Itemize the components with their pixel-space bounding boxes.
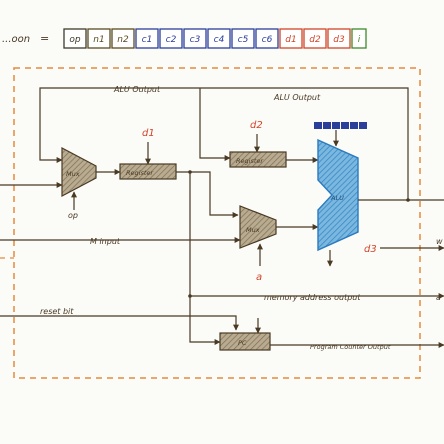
instruction-format-header: ...oon = op n1 n2 c1 c2 c3 c4 c5 c6 d1 d2 d3 i bbox=[2, 28, 367, 49]
instruction-field-d1: d1 bbox=[279, 28, 303, 49]
reset-bit-wire bbox=[0, 315, 239, 331]
alu-label: ALU bbox=[330, 194, 344, 202]
instruction-field-label: c2 bbox=[166, 35, 177, 45]
register-1: Register bbox=[119, 163, 177, 180]
instruction-field-label: c1 bbox=[142, 35, 153, 45]
alu-control-bits bbox=[314, 122, 367, 129]
instruction-field-n1: n1 bbox=[87, 28, 111, 49]
register1-label: Register bbox=[126, 169, 154, 177]
instruction-field-label: op bbox=[69, 35, 81, 45]
header-equals: = bbox=[40, 32, 49, 45]
alu: ALU bbox=[317, 138, 359, 252]
mux-left: Mux bbox=[61, 147, 97, 197]
instruction-field-c2: c2 bbox=[159, 28, 183, 49]
instruction-field-c3: c3 bbox=[183, 28, 207, 49]
instruction-field-label: d1 bbox=[285, 35, 296, 45]
d1-label: d1 bbox=[142, 128, 155, 139]
instruction-field-d3: d3 bbox=[327, 28, 351, 49]
instruction-field-i: i bbox=[351, 28, 367, 49]
register-2: Register bbox=[229, 151, 287, 168]
alu-output-label-left: ALU Output bbox=[113, 85, 161, 94]
instruction-field-d2: d2 bbox=[303, 28, 327, 49]
mux-left-label: Mux bbox=[66, 170, 80, 178]
instruction-field-label: i bbox=[358, 35, 361, 45]
instruction-field-label: c6 bbox=[262, 35, 273, 45]
memory-address-label: memory address output bbox=[264, 293, 361, 302]
instruction-field-chips: op n1 n2 c1 c2 c3 c4 c5 c6 d1 d2 d3 i bbox=[63, 28, 367, 49]
instruction-field-c4: c4 bbox=[207, 28, 231, 49]
cpu-boundary bbox=[13, 67, 421, 379]
program-counter-label: Program Counter Output bbox=[310, 343, 391, 351]
pc-label: PC bbox=[238, 339, 247, 347]
m-input-label: M input bbox=[90, 237, 121, 246]
register1-to-mux-wire bbox=[176, 171, 239, 218]
instruction-field-n2: n2 bbox=[111, 28, 135, 49]
instruction-field-label: c5 bbox=[238, 35, 249, 45]
header-prefix: ...oon bbox=[2, 34, 30, 45]
instruction-field-label: d2 bbox=[309, 35, 321, 45]
alu-output-to-register2-wire bbox=[199, 88, 231, 161]
reset-bit-label: reset bit bbox=[40, 307, 74, 316]
alu-output-label-right: ALU Output bbox=[273, 93, 321, 102]
a-label: a bbox=[256, 272, 262, 283]
d3-label: d3 bbox=[364, 244, 377, 255]
instruction-field-op: op bbox=[63, 28, 87, 49]
mux-right-label: Mux bbox=[246, 226, 260, 234]
alu-output-loop: ALU Output ALU Output bbox=[39, 85, 409, 200]
instruction-field-label: c3 bbox=[190, 35, 201, 45]
pc-input-wire bbox=[189, 296, 221, 345]
instruction-field-label: n2 bbox=[117, 35, 129, 45]
program-counter: PC bbox=[219, 332, 271, 351]
instruction-field-c5: c5 bbox=[231, 28, 255, 49]
mux-right: Mux bbox=[239, 205, 277, 249]
right-edge-a-label: a bbox=[436, 293, 441, 302]
instruction-field-label: n1 bbox=[93, 35, 104, 45]
instruction-field-label: c4 bbox=[214, 35, 225, 45]
instruction-field-label: d3 bbox=[333, 35, 345, 45]
op-label: op bbox=[68, 211, 78, 220]
right-edge-w-label: w bbox=[436, 237, 443, 246]
register2-label: Register bbox=[236, 157, 264, 165]
d2-label: d2 bbox=[250, 120, 263, 131]
instruction-field-c1: c1 bbox=[135, 28, 159, 49]
instruction-field-c6: c6 bbox=[255, 28, 279, 49]
alu-output-wire-top bbox=[39, 87, 409, 200]
